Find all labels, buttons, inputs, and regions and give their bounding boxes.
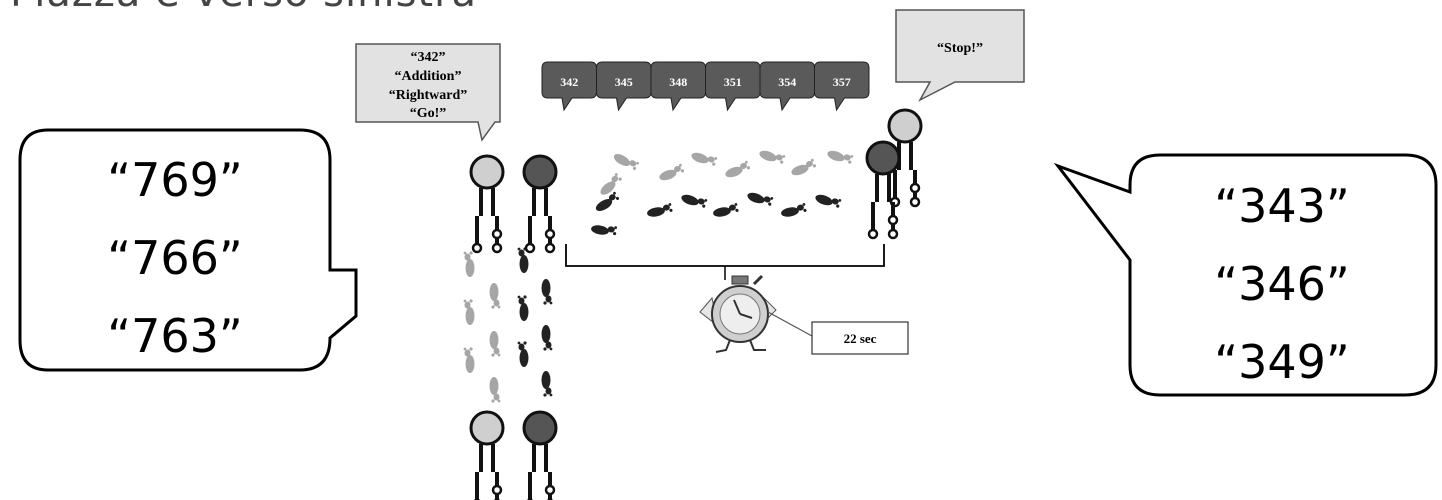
dark-footprint	[517, 295, 529, 321]
dark-footprint	[591, 225, 618, 236]
right-callout-line-3: “349”	[1214, 335, 1349, 389]
dark-footprint	[541, 279, 553, 305]
stop-speech-bubble: “Stop!”	[895, 9, 1025, 102]
dark-figure-start	[522, 154, 558, 254]
light-footprint	[489, 331, 501, 357]
left-callout-line-3: “763”	[107, 309, 242, 363]
dark-footprint	[541, 371, 553, 397]
dark-footprint	[713, 203, 739, 217]
left-callout-line-1: “769”	[107, 153, 242, 207]
figures	[469, 108, 923, 500]
dark-footprint	[681, 194, 708, 208]
start-speech-bubble: “342” “Addition” “Rightward” “Go!”	[355, 43, 501, 142]
left-callout-line-2: “766”	[107, 231, 242, 285]
dark-footprint	[595, 191, 620, 211]
right-callout-line-2: “346”	[1214, 257, 1349, 311]
light-footprint	[489, 283, 501, 309]
number-tile-label: 351	[724, 75, 742, 89]
number-tile: 354	[759, 61, 815, 112]
timer-pointer	[767, 311, 813, 337]
dark-figure-end	[865, 140, 901, 240]
light-footprint	[463, 347, 475, 373]
start-bubble-shape	[355, 43, 501, 142]
number-tile-label: 342	[560, 75, 578, 89]
right-callout-line-1: “343”	[1214, 179, 1349, 233]
light-footprint	[759, 150, 786, 164]
light-figure-end	[887, 108, 923, 208]
left-callout-shape	[18, 128, 358, 372]
number-tile: 345	[596, 61, 652, 112]
number-tile-label: 348	[669, 75, 687, 89]
light-footprint	[659, 163, 685, 181]
number-tile: 357	[814, 61, 870, 112]
footprint-trail	[463, 150, 854, 403]
start-bubble-line-1: “342”	[411, 50, 446, 65]
left-callout: “769” “766” “763”	[18, 128, 358, 372]
number-tile-label: 345	[615, 75, 633, 89]
dark-footprint	[517, 341, 529, 367]
number-tile-strip: 342 345 348 351 354 357	[541, 61, 870, 112]
start-bubble-line-3: “Rightward”	[389, 88, 468, 103]
dark-figure-bottom	[522, 410, 558, 500]
start-bubble-line-2: “Addition”	[395, 69, 462, 84]
light-footprint	[827, 150, 854, 164]
number-tile: 351	[705, 61, 761, 112]
light-footprint	[791, 158, 817, 176]
number-tile-label: 357	[833, 75, 851, 89]
light-footprint	[725, 160, 751, 178]
stop-bubble-shape	[895, 9, 1025, 102]
number-tile: 348	[650, 61, 706, 112]
light-figure-bottom	[469, 410, 505, 500]
dark-footprint	[647, 203, 673, 217]
light-footprint	[489, 377, 501, 403]
timer-label-box	[811, 321, 909, 355]
right-callout-shape	[1053, 153, 1438, 397]
light-footprint	[463, 299, 475, 325]
light-footprint	[463, 251, 475, 277]
dark-footprint	[747, 192, 774, 206]
dark-footprint	[781, 203, 807, 217]
start-bubble-line-4: “Go!”	[410, 106, 447, 121]
timer-label: 22 sec	[844, 331, 877, 346]
light-footprint	[613, 154, 639, 170]
light-footprint	[600, 173, 622, 195]
dark-footprint	[815, 194, 842, 208]
stop-bubble-text: “Stop!”	[937, 41, 983, 56]
number-tile: 342	[541, 61, 597, 112]
dark-footprint	[541, 325, 553, 351]
number-tile-label: 354	[778, 75, 796, 89]
stopwatch-icon	[699, 274, 777, 353]
light-figure-start	[469, 154, 505, 254]
right-callout: “343” “346” “349”	[1053, 153, 1438, 397]
partial-title: Piazza e verso sinistra	[10, 0, 477, 16]
time-bracket	[565, 244, 885, 267]
light-footprint	[691, 152, 718, 166]
